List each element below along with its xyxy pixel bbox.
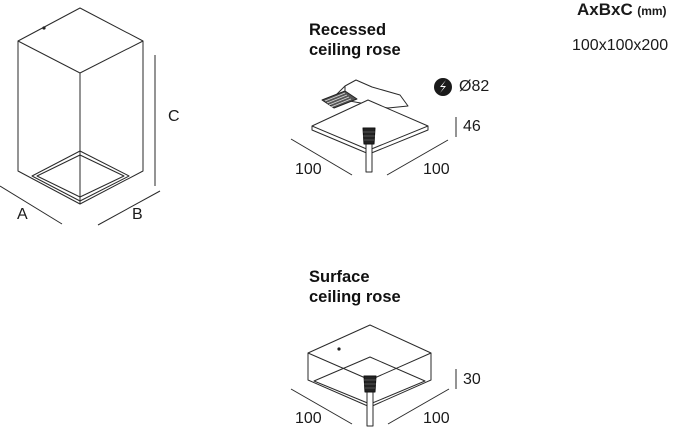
recessed-diameter: Ø82 [459, 78, 490, 95]
dimensions-unit: (mm) [637, 4, 667, 18]
recessed-title-line1: Recessed [309, 21, 387, 39]
recessed-rose-drawing [290, 79, 457, 176]
recessed-width-left-line [290, 138, 353, 176]
label-c: C [168, 108, 180, 125]
dimensions-value: 100x100x200 [572, 37, 669, 54]
recessed-height: 46 [463, 118, 481, 135]
label-a: A [17, 206, 28, 223]
fixture-drawing [0, 7, 161, 226]
surface-title: Surface ceiling rose [309, 267, 401, 307]
surface-rose-drawing [290, 324, 457, 427]
surface-title-line2: ceiling rose [309, 288, 401, 306]
recessed-width-left: 100 [295, 161, 322, 178]
surface-width-right-line [387, 388, 450, 425]
recessed-title: Recessed ceiling rose [309, 20, 401, 60]
dimension-b-line [97, 190, 161, 226]
surface-width-left-line [290, 388, 353, 425]
surface-width-right: 100 [423, 410, 450, 427]
surface-title-line1: Surface [309, 268, 370, 286]
label-b: B [132, 206, 143, 223]
dimension-a-line [0, 185, 63, 225]
recessed-title-line2: ceiling rose [309, 41, 401, 59]
surface-width-left: 100 [295, 410, 322, 427]
dimensions-header: AxBxC (mm) [577, 0, 667, 20]
dimensions-formula: AxBxC [577, 0, 633, 19]
recessed-width-right-line [386, 139, 449, 176]
surface-height: 30 [463, 371, 481, 388]
recessed-width-right: 100 [423, 161, 450, 178]
cut-hole-icon [434, 78, 452, 96]
